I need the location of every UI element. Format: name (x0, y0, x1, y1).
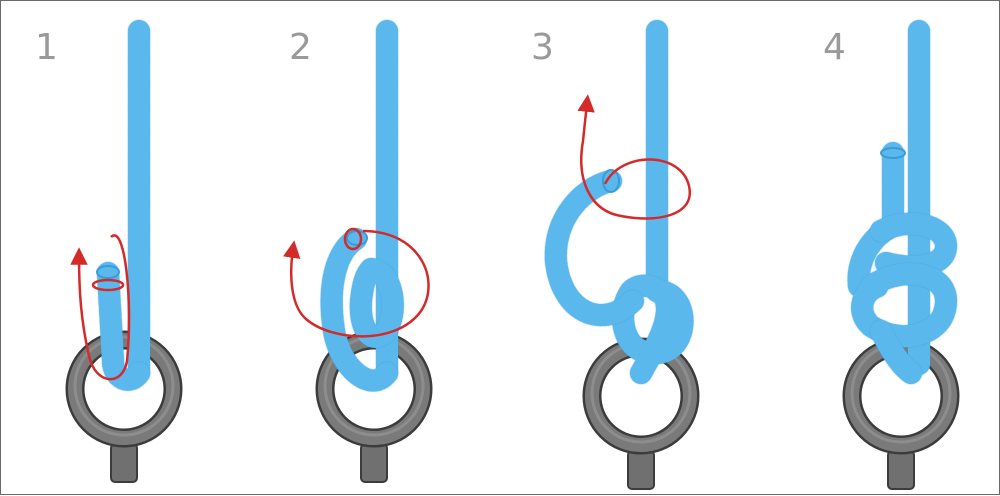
step-3: 3 (531, 20, 694, 489)
step-number-1: 1 (35, 27, 58, 68)
arrow-icon (283, 227, 430, 338)
arrow-icon (70, 234, 131, 381)
step-number-3: 3 (531, 27, 554, 68)
step-2: 2 (283, 20, 430, 482)
step-1: 1 (35, 20, 173, 482)
rope-icon (847, 20, 958, 384)
rope-icon (544, 20, 694, 384)
step-number-4: 4 (823, 27, 846, 68)
rope-icon (96, 20, 150, 391)
step-number-2: 2 (289, 27, 312, 68)
arrow-icon (577, 94, 692, 220)
step-4: 4 (823, 20, 958, 489)
rope-icon (320, 20, 404, 392)
